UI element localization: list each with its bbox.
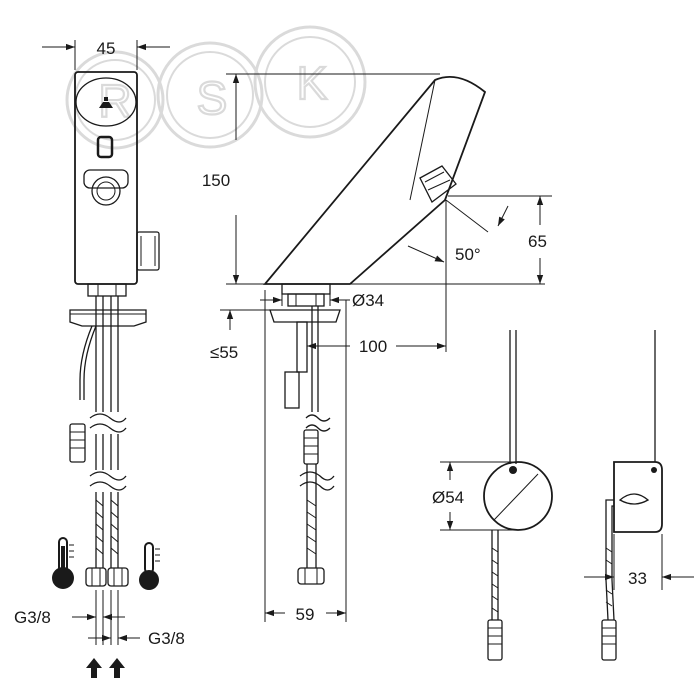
aerator xyxy=(91,176,121,206)
sensor-symbol-icon xyxy=(99,97,113,108)
side-box-connector xyxy=(601,619,617,661)
side-view xyxy=(263,76,487,585)
dim-d34-label: Ø34 xyxy=(352,291,384,310)
dimension-outlet-height: 65 xyxy=(448,195,552,284)
cable-connector xyxy=(69,423,86,463)
control-box-side xyxy=(601,330,663,661)
box-cable-connector xyxy=(487,619,503,661)
dimension-max-thickness: ≤55 xyxy=(210,309,270,362)
control-box-disc xyxy=(483,461,553,531)
dimension-base-diameter: Ø34 xyxy=(260,284,384,310)
spout-outlet xyxy=(419,165,457,203)
base-flange xyxy=(87,283,127,297)
dimension-reach: 100 xyxy=(307,337,446,356)
hose-nut-left xyxy=(85,567,107,587)
watermark-letter-s: S xyxy=(197,72,228,124)
side-hose-nut xyxy=(297,567,325,585)
dimension-top-width: 45 xyxy=(42,39,170,70)
sensor-window xyxy=(75,77,137,127)
flow-arrows-icon xyxy=(86,658,125,678)
dimension-box-diameter: Ø54 xyxy=(432,461,514,531)
indicator-led xyxy=(96,135,114,159)
dimension-angle: 50° xyxy=(407,199,509,352)
dim-55-label: ≤55 xyxy=(210,343,238,362)
side-cable-connector xyxy=(303,429,319,465)
angle-label: 50° xyxy=(455,245,481,264)
dimension-threads: G3/8 G3/8 xyxy=(14,590,185,648)
hose-nut-right xyxy=(107,567,129,587)
dimension-height: 150 xyxy=(202,73,545,285)
dim-150-label: 150 xyxy=(202,171,230,190)
side-valve xyxy=(136,231,160,271)
dim-33-label: 33 xyxy=(628,569,647,588)
dim-45-label: 45 xyxy=(97,39,116,58)
dim-59-label: 59 xyxy=(296,605,315,624)
cold-water-icon xyxy=(139,542,160,590)
dim-65-label: 65 xyxy=(528,232,547,251)
hot-water-icon xyxy=(52,537,74,589)
control-box-side-body xyxy=(613,461,663,533)
supply-hoses xyxy=(79,296,127,568)
faucet-body-side xyxy=(263,76,487,285)
thread-left-label: G3/8 xyxy=(14,608,51,627)
mounting-plate xyxy=(69,309,147,327)
dim-d54-label: Ø54 xyxy=(432,488,464,507)
dimension-base-depth: 59 xyxy=(264,290,347,624)
control-box-front xyxy=(483,330,553,661)
outlet-ring xyxy=(83,169,129,189)
dim-100-label: 100 xyxy=(359,337,387,356)
side-base-flange xyxy=(281,283,331,295)
dimension-box-depth: 33 xyxy=(584,534,694,590)
side-mounting-plate xyxy=(269,309,341,323)
thread-right-label: G3/8 xyxy=(148,629,185,648)
front-view xyxy=(69,71,160,587)
watermark-letter-k: K xyxy=(297,57,328,109)
